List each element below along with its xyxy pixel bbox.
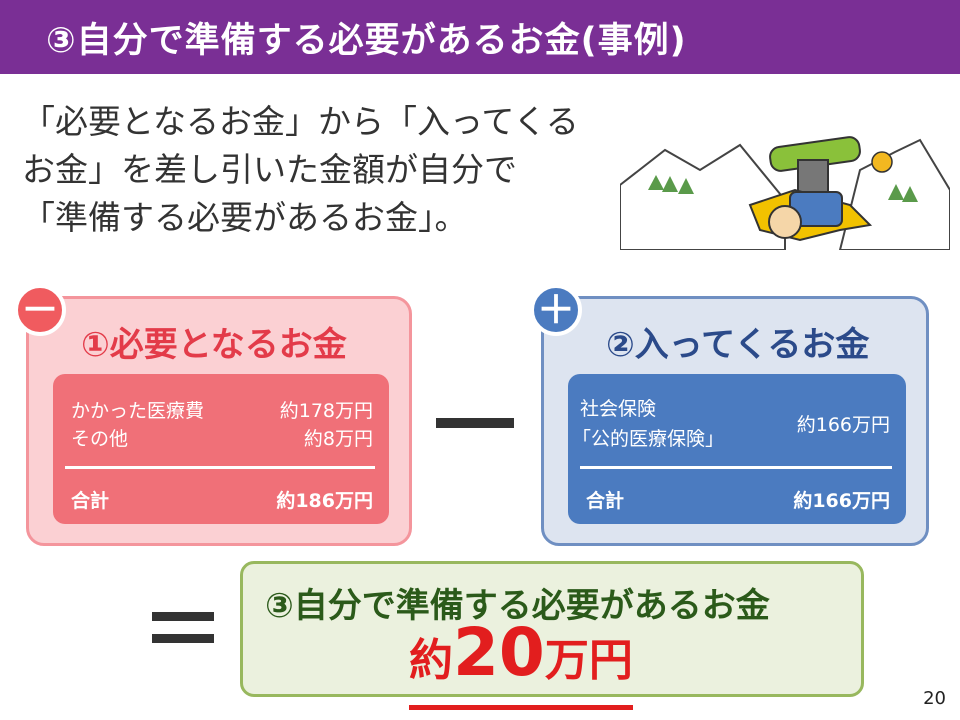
divider [65, 466, 375, 469]
intro-line-3: 「準備する必要があるお金」。 [22, 198, 468, 237]
medical-cost-label: かかった医療費 [71, 400, 205, 422]
needed-total-amount: 約186万円 [276, 490, 373, 512]
result-title: ③自分で準備する必要があるお金 [265, 586, 770, 626]
mountain-left [620, 143, 786, 250]
result-box: ③自分で準備する必要があるお金 約20万円 [240, 561, 864, 710]
equals-operator-bottom [152, 634, 214, 643]
needed-money-box: ①必要となるお金 かかった医療費 約178万円 その他 約8万円 合計 約186… [26, 296, 412, 546]
medical-cost-amount: 約178万円 [279, 400, 373, 422]
insurance-label-line1: 社会保険 [580, 398, 657, 420]
result-amount-number: 20 [453, 614, 545, 691]
insurance-label-line2: 「公的医療保険」 [572, 428, 725, 450]
needed-total-label: 合計 [71, 490, 110, 512]
needed-money-details: かかった医療費 約178万円 その他 約8万円 合計 約186万円 [53, 374, 389, 524]
incoming-money-details: 社会保険 「公的医療保険」 約166万円 合計 約166万円 [568, 374, 906, 524]
incoming-money-title: ②入ってくるお金 [606, 325, 870, 365]
intro-line-2: お金」を差し引いた金額が自分で [22, 150, 517, 189]
slide-title: ③自分で準備する必要があるお金(事例) [46, 21, 687, 61]
snowboard-fall-illustration [620, 136, 950, 250]
plus-sign: ＋ [536, 288, 575, 332]
minus-icon: － [14, 284, 66, 336]
slide-header: ③自分で準備する必要があるお金(事例) [0, 0, 960, 74]
needed-money-title: ①必要となるお金 [81, 325, 347, 365]
result-amount-suffix: 万円 [544, 635, 633, 686]
incoming-total-amount: 約166万円 [793, 490, 890, 512]
page-number: 20 [923, 688, 946, 709]
result-amount: 約20万円 [409, 618, 633, 710]
trees [648, 175, 918, 202]
incoming-money-box: ②入ってくるお金 社会保険 「公的医療保険」 約166万円 合計 約166万円 [541, 296, 929, 546]
minus-operator [436, 418, 514, 428]
head [768, 205, 802, 239]
intro-line-1: 「必要となるお金」から「入ってくる [22, 102, 579, 141]
sun-icon [871, 151, 893, 173]
other-cost-amount: 約8万円 [303, 428, 373, 450]
divider [580, 466, 892, 469]
insurance-amount: 約166万円 [796, 414, 890, 436]
intro-text: 「必要となるお金」から「入ってくる お金」を差し引いた金額が自分で 「準備する必… [22, 98, 622, 242]
other-cost-label: その他 [71, 428, 129, 450]
result-amount-prefix: 約 [409, 635, 453, 686]
plus-icon: ＋ [530, 284, 582, 336]
incoming-total-label: 合計 [586, 490, 625, 512]
minus-sign: － [20, 288, 59, 332]
equals-operator-top [152, 612, 214, 621]
